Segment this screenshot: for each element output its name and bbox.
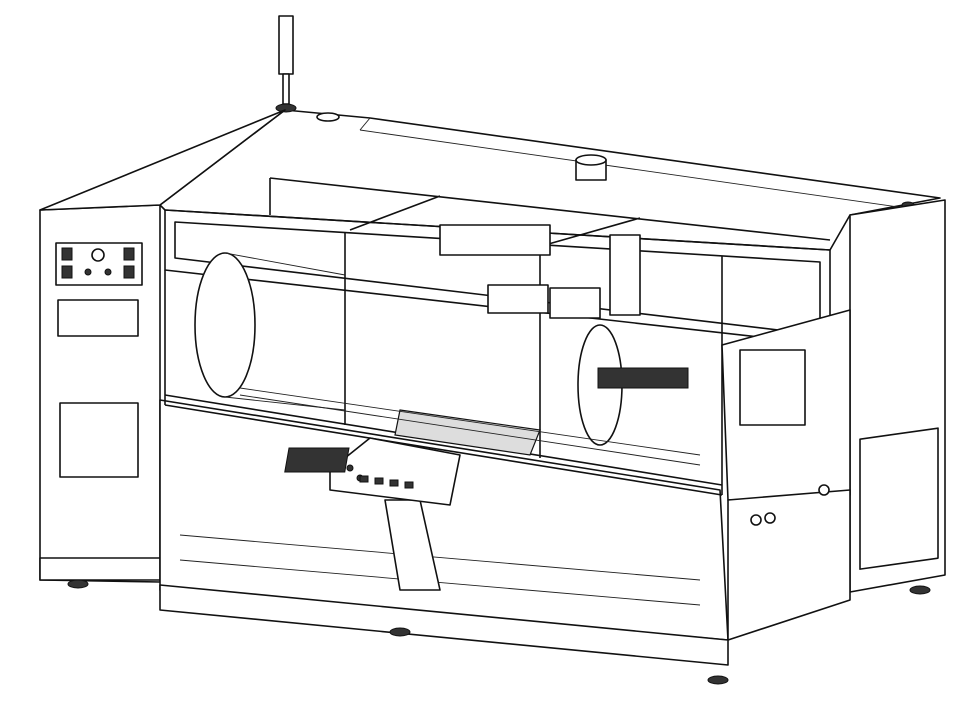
main-base-rail <box>159 584 729 666</box>
signal-tower-icon <box>275 15 297 113</box>
cover-seam <box>359 129 906 209</box>
center-mechanism <box>439 224 641 319</box>
foot <box>389 627 411 637</box>
foot <box>707 675 729 685</box>
left-cabinet-side <box>39 109 286 211</box>
indicator-light <box>764 512 776 524</box>
right-lower-cabinet <box>727 489 851 641</box>
indicator-light <box>818 484 830 496</box>
left-roller-drum <box>194 252 256 398</box>
spindle-motor <box>597 367 689 389</box>
roller-bed <box>239 387 701 466</box>
cover-seam <box>359 117 371 131</box>
right-access-panel <box>859 427 939 570</box>
base-beam <box>179 559 701 606</box>
left-cabinet-base <box>39 557 161 581</box>
servo-drive <box>739 349 806 426</box>
top-port <box>316 112 340 122</box>
foot <box>909 585 931 595</box>
left-display-window <box>57 299 139 337</box>
indicator-light <box>750 514 762 526</box>
left-access-panel <box>59 402 139 478</box>
top-cylinder <box>575 154 607 181</box>
base-beam <box>179 534 701 581</box>
control-panel-buttons <box>55 242 143 286</box>
operator-pendant <box>284 437 461 591</box>
foot <box>67 579 89 589</box>
